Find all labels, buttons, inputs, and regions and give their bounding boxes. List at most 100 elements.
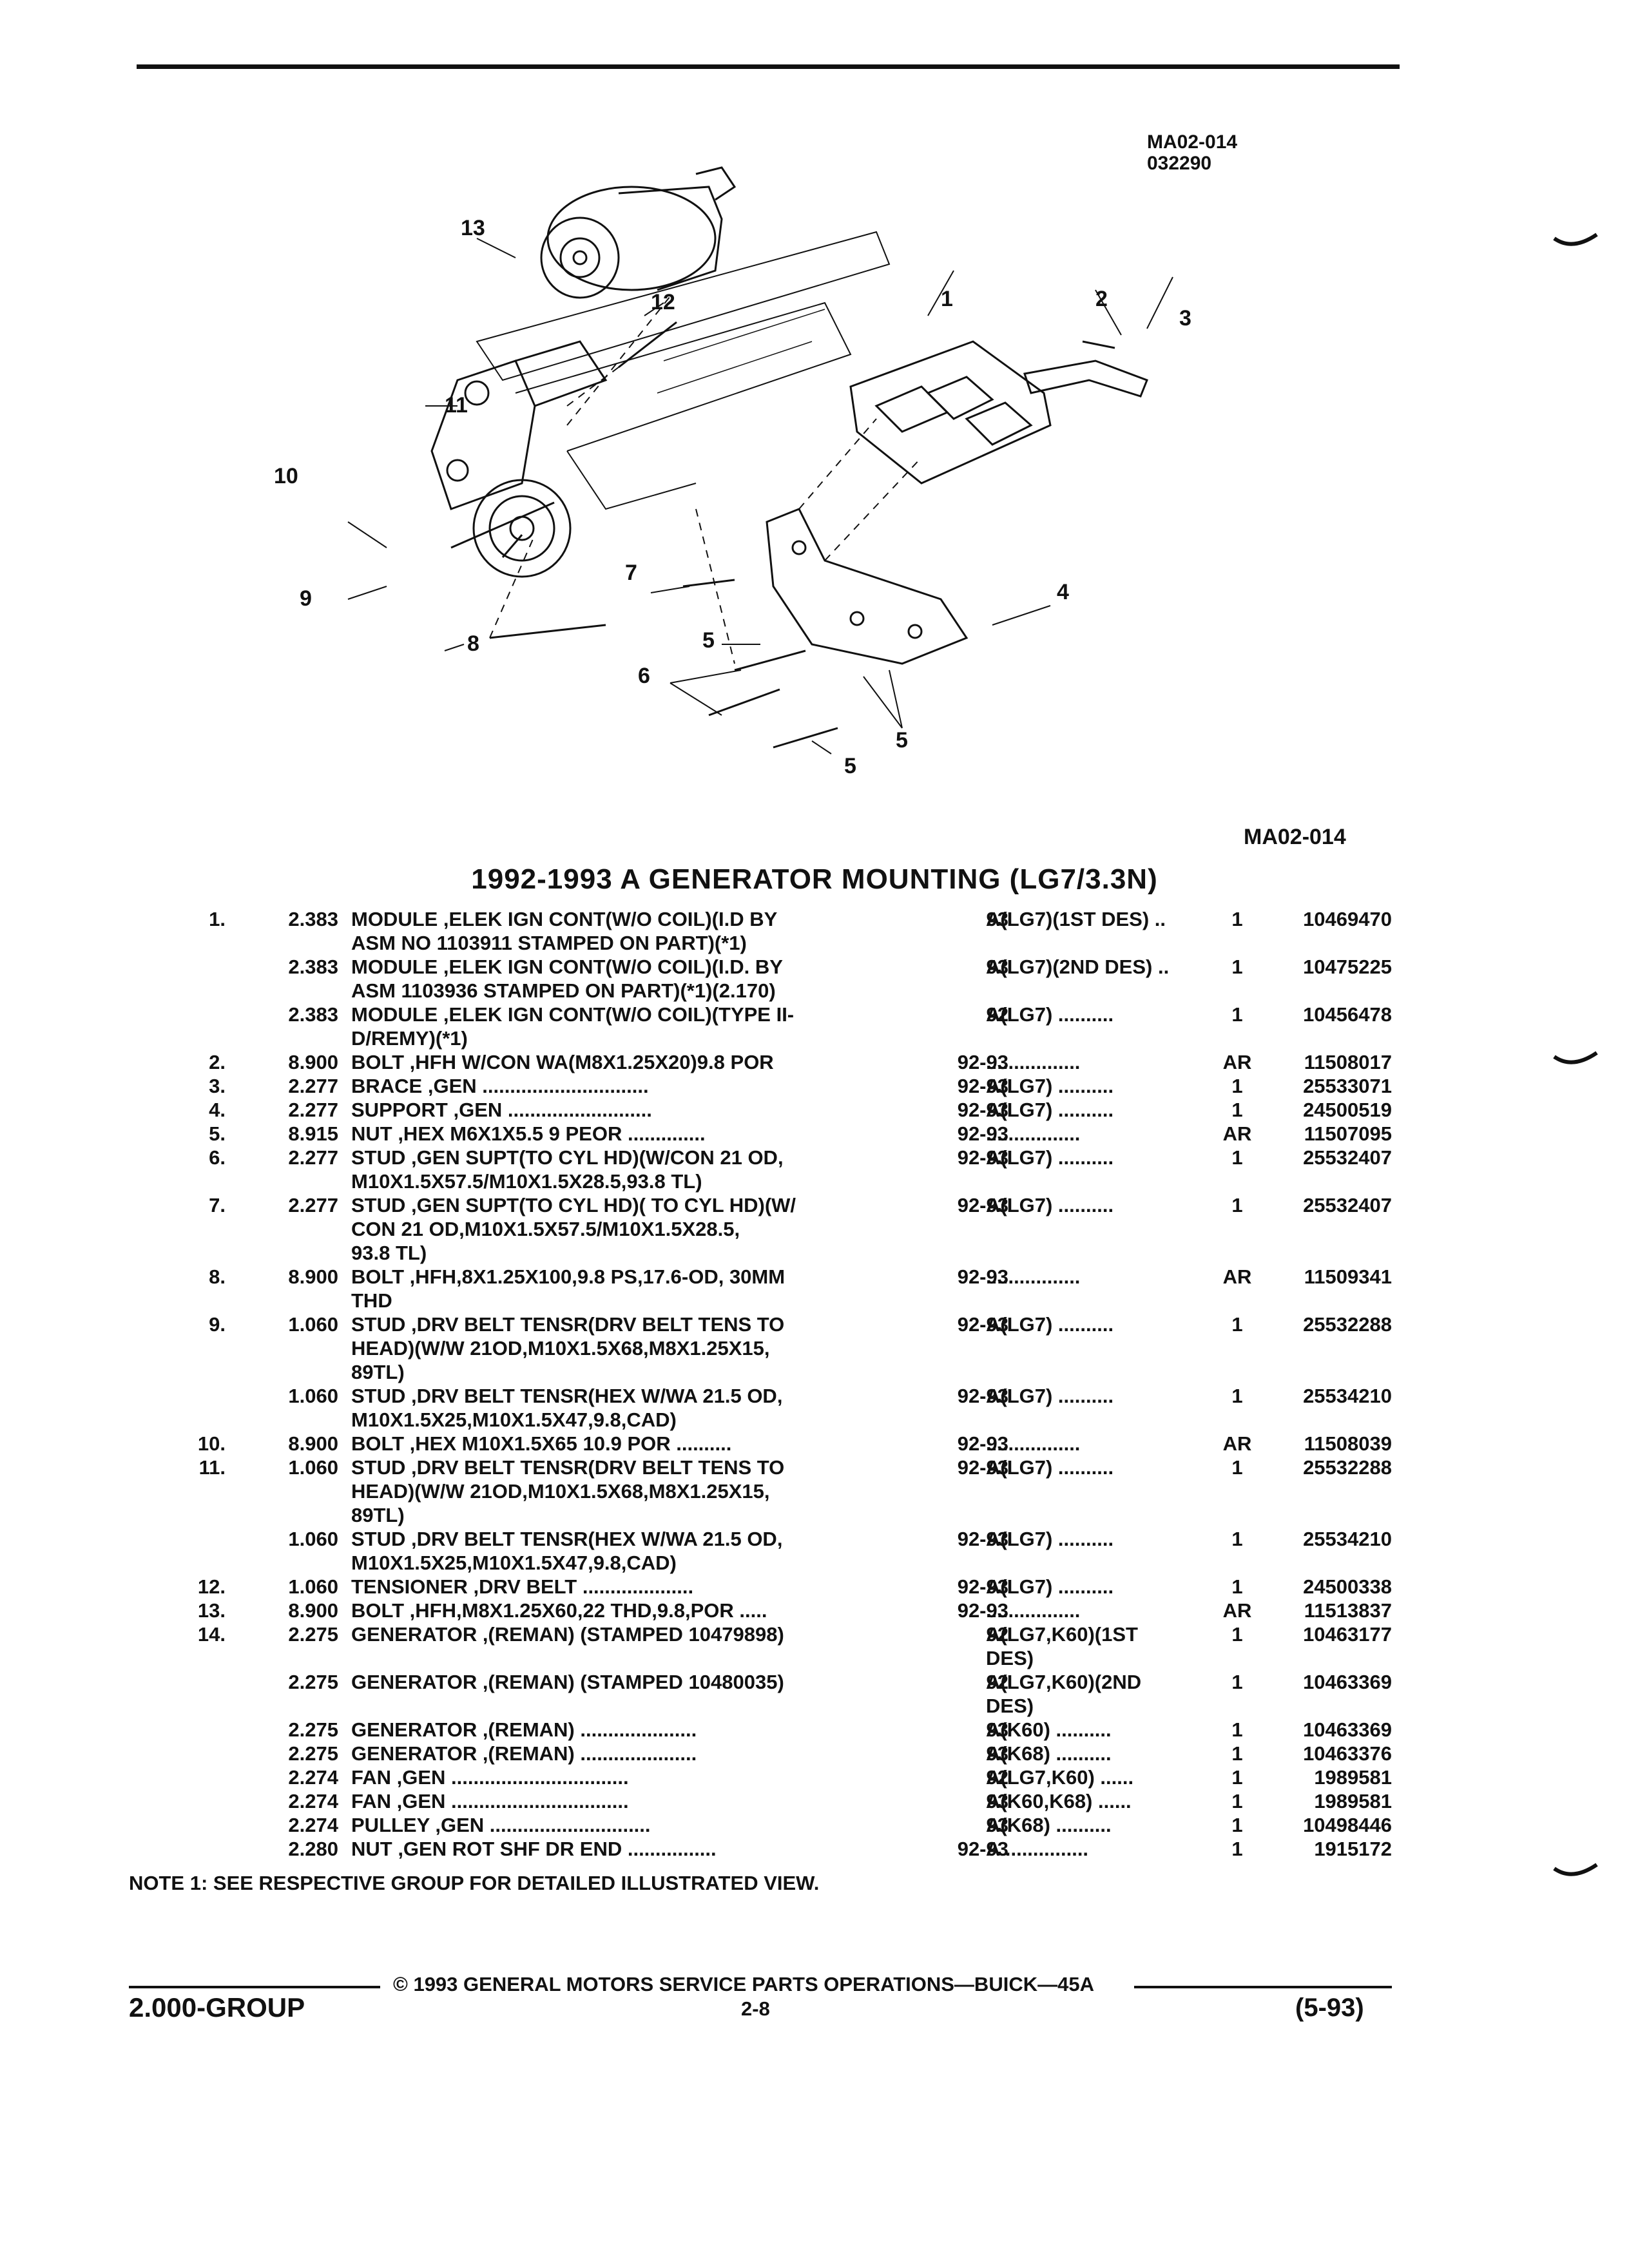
footnote: NOTE 1: SEE RESPECTIVE GROUP FOR DETAILE… xyxy=(129,1872,820,1894)
part-years: 93 xyxy=(986,1814,1008,1836)
part-usage: ................. xyxy=(986,1122,1081,1145)
callout-8: 7 xyxy=(625,561,637,585)
part-years: 93 xyxy=(986,956,1008,978)
part-quantity: 1 xyxy=(1231,956,1243,978)
part-years: 92-93 xyxy=(957,1599,1008,1622)
margin-mark xyxy=(1553,1051,1598,1064)
part-item-number: 7. xyxy=(209,1194,226,1216)
part-group-number: 2.277 xyxy=(288,1194,338,1216)
part-group-number: 2.275 xyxy=(288,1718,338,1741)
callout-4: 4 xyxy=(1057,580,1069,604)
part-number: 11508039 xyxy=(1304,1432,1392,1455)
bolt-8-drawing xyxy=(682,579,735,588)
part-years: 92-93 xyxy=(957,1075,1008,1097)
top-rule xyxy=(137,64,1400,69)
part-usage: A(LG7) .......... xyxy=(986,1575,1114,1598)
part-group-number: 8.900 xyxy=(288,1599,338,1622)
part-row: 2.280 NUT ,GEN ROT SHF DR END ...........… xyxy=(0,1837,1629,1861)
part-quantity: 1 xyxy=(1231,1575,1243,1598)
part-group-number: 8.915 xyxy=(288,1122,338,1145)
stud-7-upper-drawing xyxy=(734,649,806,671)
callout-13: 12 xyxy=(651,290,675,314)
part-description: STUD ,DRV BELT TENSR(DRV BELT TENS TO HE… xyxy=(351,1456,785,1526)
part-item-number: 14. xyxy=(197,1623,226,1646)
part-item-number: 12. xyxy=(197,1575,226,1598)
part-description: GENERATOR ,(REMAN) ..................... xyxy=(351,1742,697,1765)
part-group-number: 8.900 xyxy=(288,1051,338,1073)
bolt-10-drawing xyxy=(501,534,523,558)
part-quantity: AR xyxy=(1222,1265,1252,1288)
part-years: 93 xyxy=(986,1790,1008,1812)
part-quantity: 1 xyxy=(1231,1385,1243,1407)
part-quantity: AR xyxy=(1222,1122,1252,1145)
part-number: 25532407 xyxy=(1303,1146,1392,1169)
brace-drawing xyxy=(1023,360,1148,398)
part-years: 92-93 xyxy=(957,1122,1008,1145)
part-group-number: 1.060 xyxy=(288,1456,338,1479)
part-usage: A(LG7) .......... xyxy=(986,1194,1114,1216)
part-group-number: 2.275 xyxy=(288,1623,338,1646)
part-description: STUD ,GEN SUPT(TO CYL HD)( TO CYL HD)(W/… xyxy=(351,1194,796,1264)
part-number: 25532288 xyxy=(1303,1313,1392,1336)
part-years: 92 xyxy=(986,1766,1008,1789)
part-description: BOLT ,HFH,M8X1.25X60,22 THD,9.8,POR ....… xyxy=(351,1599,767,1622)
part-group-number: 2.280 xyxy=(288,1838,338,1860)
part-number: 25533071 xyxy=(1303,1075,1392,1097)
part-description: NUT ,GEN ROT SHF DR END ................ xyxy=(351,1838,717,1860)
part-group-number: 2.383 xyxy=(288,1003,338,1026)
part-description: TENSIONER ,DRV BELT .................... xyxy=(351,1575,694,1598)
margin-mark xyxy=(1553,233,1598,246)
part-group-number: 2.274 xyxy=(288,1814,338,1836)
part-description: FAN ,GEN ...............................… xyxy=(351,1766,629,1789)
part-number: 1989581 xyxy=(1314,1790,1392,1812)
part-years: 93 xyxy=(986,1742,1008,1765)
part-row: 2.275 GENERATOR ,(REMAN) (STAMPED 1048003… xyxy=(0,1670,1629,1718)
part-description: GENERATOR ,(REMAN) (STAMPED 10479898) xyxy=(351,1623,784,1646)
stud-7-lower-drawing xyxy=(708,688,780,716)
part-usage: A(LG7,K60) ...... xyxy=(986,1766,1134,1789)
part-number: 25532288 xyxy=(1303,1456,1392,1479)
part-item-number: 5. xyxy=(209,1122,226,1145)
part-number: 1915172 xyxy=(1314,1838,1392,1860)
part-quantity: 1 xyxy=(1231,1623,1243,1646)
page-number: 2-8 xyxy=(741,1997,770,2020)
part-number: 24500519 xyxy=(1303,1099,1392,1121)
generator-drawing xyxy=(540,166,737,299)
callout-9: 8 xyxy=(467,631,479,656)
part-usage: A(LG7)(2ND DES) .. xyxy=(986,956,1170,978)
part-number: 10463369 xyxy=(1303,1718,1392,1741)
part-years: 92-93 xyxy=(957,1838,1008,1860)
part-usage: A(LG7) .......... xyxy=(986,1075,1114,1097)
callout-10: 9 xyxy=(300,586,312,611)
bolt-13-drawing xyxy=(618,321,677,369)
callout-7: 6 xyxy=(638,664,650,688)
part-quantity: AR xyxy=(1222,1599,1252,1622)
part-row: 14. 2.275 GENERATOR ,(REMAN) (STAMPED 1047… xyxy=(0,1622,1629,1670)
generator-support-drawing xyxy=(766,508,969,665)
part-number: 25534210 xyxy=(1303,1528,1392,1550)
part-description: GENERATOR ,(REMAN) (STAMPED 10480035) xyxy=(351,1671,784,1693)
part-group-number: 2.383 xyxy=(288,956,338,978)
part-years: 92-93 xyxy=(957,1194,1008,1216)
part-quantity: 1 xyxy=(1231,1146,1243,1169)
footer-group: 2.000-GROUP xyxy=(129,1992,305,2023)
part-description: PULLEY ,GEN ............................… xyxy=(351,1814,651,1836)
part-item-number: 8. xyxy=(209,1265,226,1288)
part-group-number: 2.275 xyxy=(288,1671,338,1693)
part-description: SUPPORT ,GEN .......................... xyxy=(351,1099,652,1121)
part-usage: A(LG7) .......... xyxy=(986,1528,1114,1550)
part-number: 24500338 xyxy=(1303,1575,1392,1598)
part-years: 93 xyxy=(986,908,1008,930)
part-group-number: 8.900 xyxy=(288,1265,338,1288)
part-description: FAN ,GEN ...............................… xyxy=(351,1790,629,1812)
part-years: 92-93 xyxy=(957,1575,1008,1598)
part-number: 1989581 xyxy=(1314,1766,1392,1789)
